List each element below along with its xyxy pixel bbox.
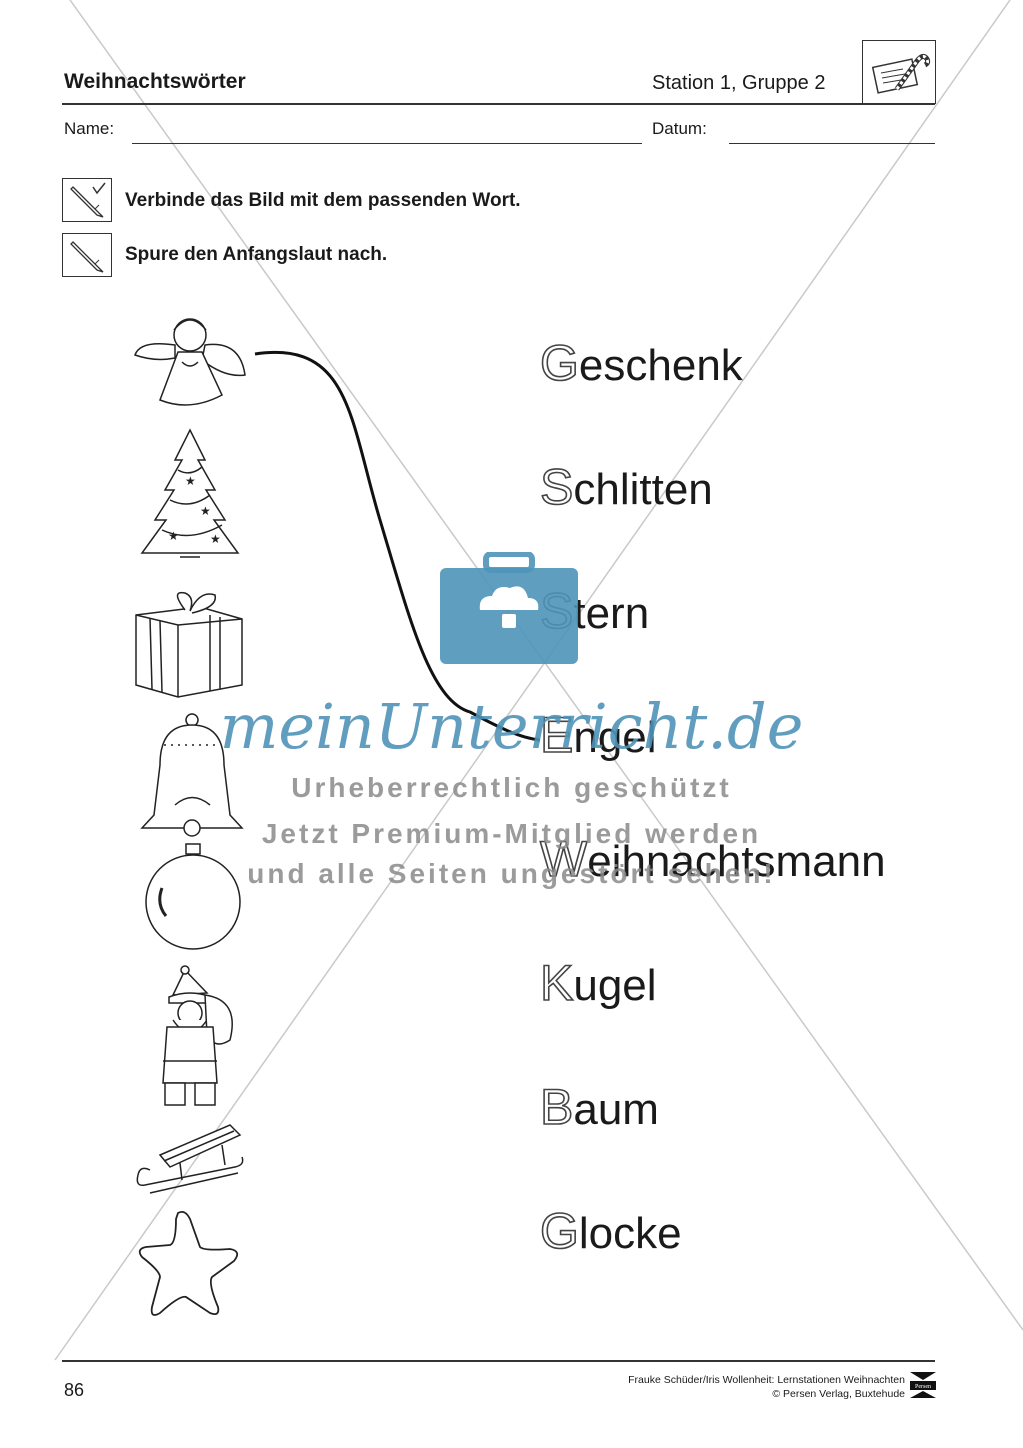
credit: Frauke Schüder/Iris Wollenheit: Lernstat…: [505, 1373, 905, 1401]
word-rest: aum: [573, 1085, 659, 1134]
svg-text:★: ★: [210, 532, 221, 546]
word-schlitten: Schlitten: [539, 459, 713, 515]
word-rest: locke: [578, 1209, 682, 1258]
trace-letter[interactable]: E: [539, 707, 574, 763]
credit-publisher: © Persen Verlag, Buxtehude: [772, 1388, 905, 1400]
ornament-ball-icon: [130, 840, 250, 960]
word-baum: Baum: [539, 1079, 659, 1135]
svg-text:★: ★: [200, 504, 211, 518]
date-field[interactable]: [729, 143, 935, 144]
date-label: Datum:: [652, 119, 707, 138]
gift-icon: [130, 585, 250, 705]
instruction-connect: Verbinde das Bild mit dem passenden Wort…: [125, 190, 521, 211]
word-rest: tern: [573, 589, 650, 638]
trace-letter[interactable]: G: [539, 1203, 580, 1259]
publisher-logo-text: Persen: [915, 1384, 931, 1390]
trace-letter[interactable]: S: [539, 459, 574, 515]
footer-rule: [62, 1360, 935, 1362]
angel-icon: [130, 300, 250, 420]
word-glocke: Glocke: [539, 1203, 682, 1259]
page-number: 86: [64, 1380, 85, 1400]
watermark-brand: meinUnterricht.de: [219, 690, 804, 763]
word-rest: chlitten: [573, 465, 713, 514]
candy-cane-letter-icon: [862, 40, 936, 104]
word-weihnachtsmann: Weihnachtsmann: [539, 831, 886, 887]
trace-letter[interactable]: B: [539, 1079, 574, 1135]
station-label: Station 1, Gruppe 2: [652, 72, 826, 94]
watermark-unlock: und alle Seiten ungestört sehen!: [247, 858, 776, 889]
bell-icon: [130, 710, 250, 837]
word-rest: ugel: [573, 961, 657, 1010]
instruction-trace: Spure den Anfangslaut nach.: [125, 244, 388, 265]
word-engel: Engel: [539, 707, 657, 763]
santa-claus-icon: [145, 965, 265, 1106]
word-rest: eschenk: [578, 341, 743, 390]
trace-letter[interactable]: G: [539, 335, 580, 391]
name-field[interactable]: [132, 143, 642, 144]
word-rest: ngel: [573, 713, 657, 762]
christmas-tree-icon: ★ ★ ★ ★: [130, 425, 250, 558]
credit-authors: Frauke Schüder/Iris Wollenheit: Lernstat…: [628, 1374, 905, 1386]
publisher-logo: Persen: [910, 1372, 936, 1398]
star-icon: [130, 1205, 250, 1325]
watermark-premium: Jetzt Premium-Mitglied werden: [261, 818, 762, 849]
header-rule: [62, 103, 935, 105]
word-kugel: Kugel: [539, 955, 657, 1011]
briefcase-cloud-icon: [440, 551, 578, 664]
word-rest: eihnachtsmann: [587, 837, 886, 886]
trace-letter[interactable]: K: [539, 955, 574, 1011]
name-label: Name:: [64, 119, 115, 138]
watermark-copyright: Urheberrechtlich geschützt: [291, 772, 732, 803]
pencil-check-icon: [62, 178, 112, 222]
word-geschenk: Geschenk: [539, 335, 743, 391]
svg-text:★: ★: [168, 529, 179, 543]
trace-letter[interactable]: W: [539, 831, 588, 887]
pencil-icon: [62, 233, 112, 277]
worksheet-title: Weihnachtswörter: [64, 70, 246, 93]
sled-icon: [130, 1115, 250, 1235]
svg-text:★: ★: [185, 474, 196, 488]
